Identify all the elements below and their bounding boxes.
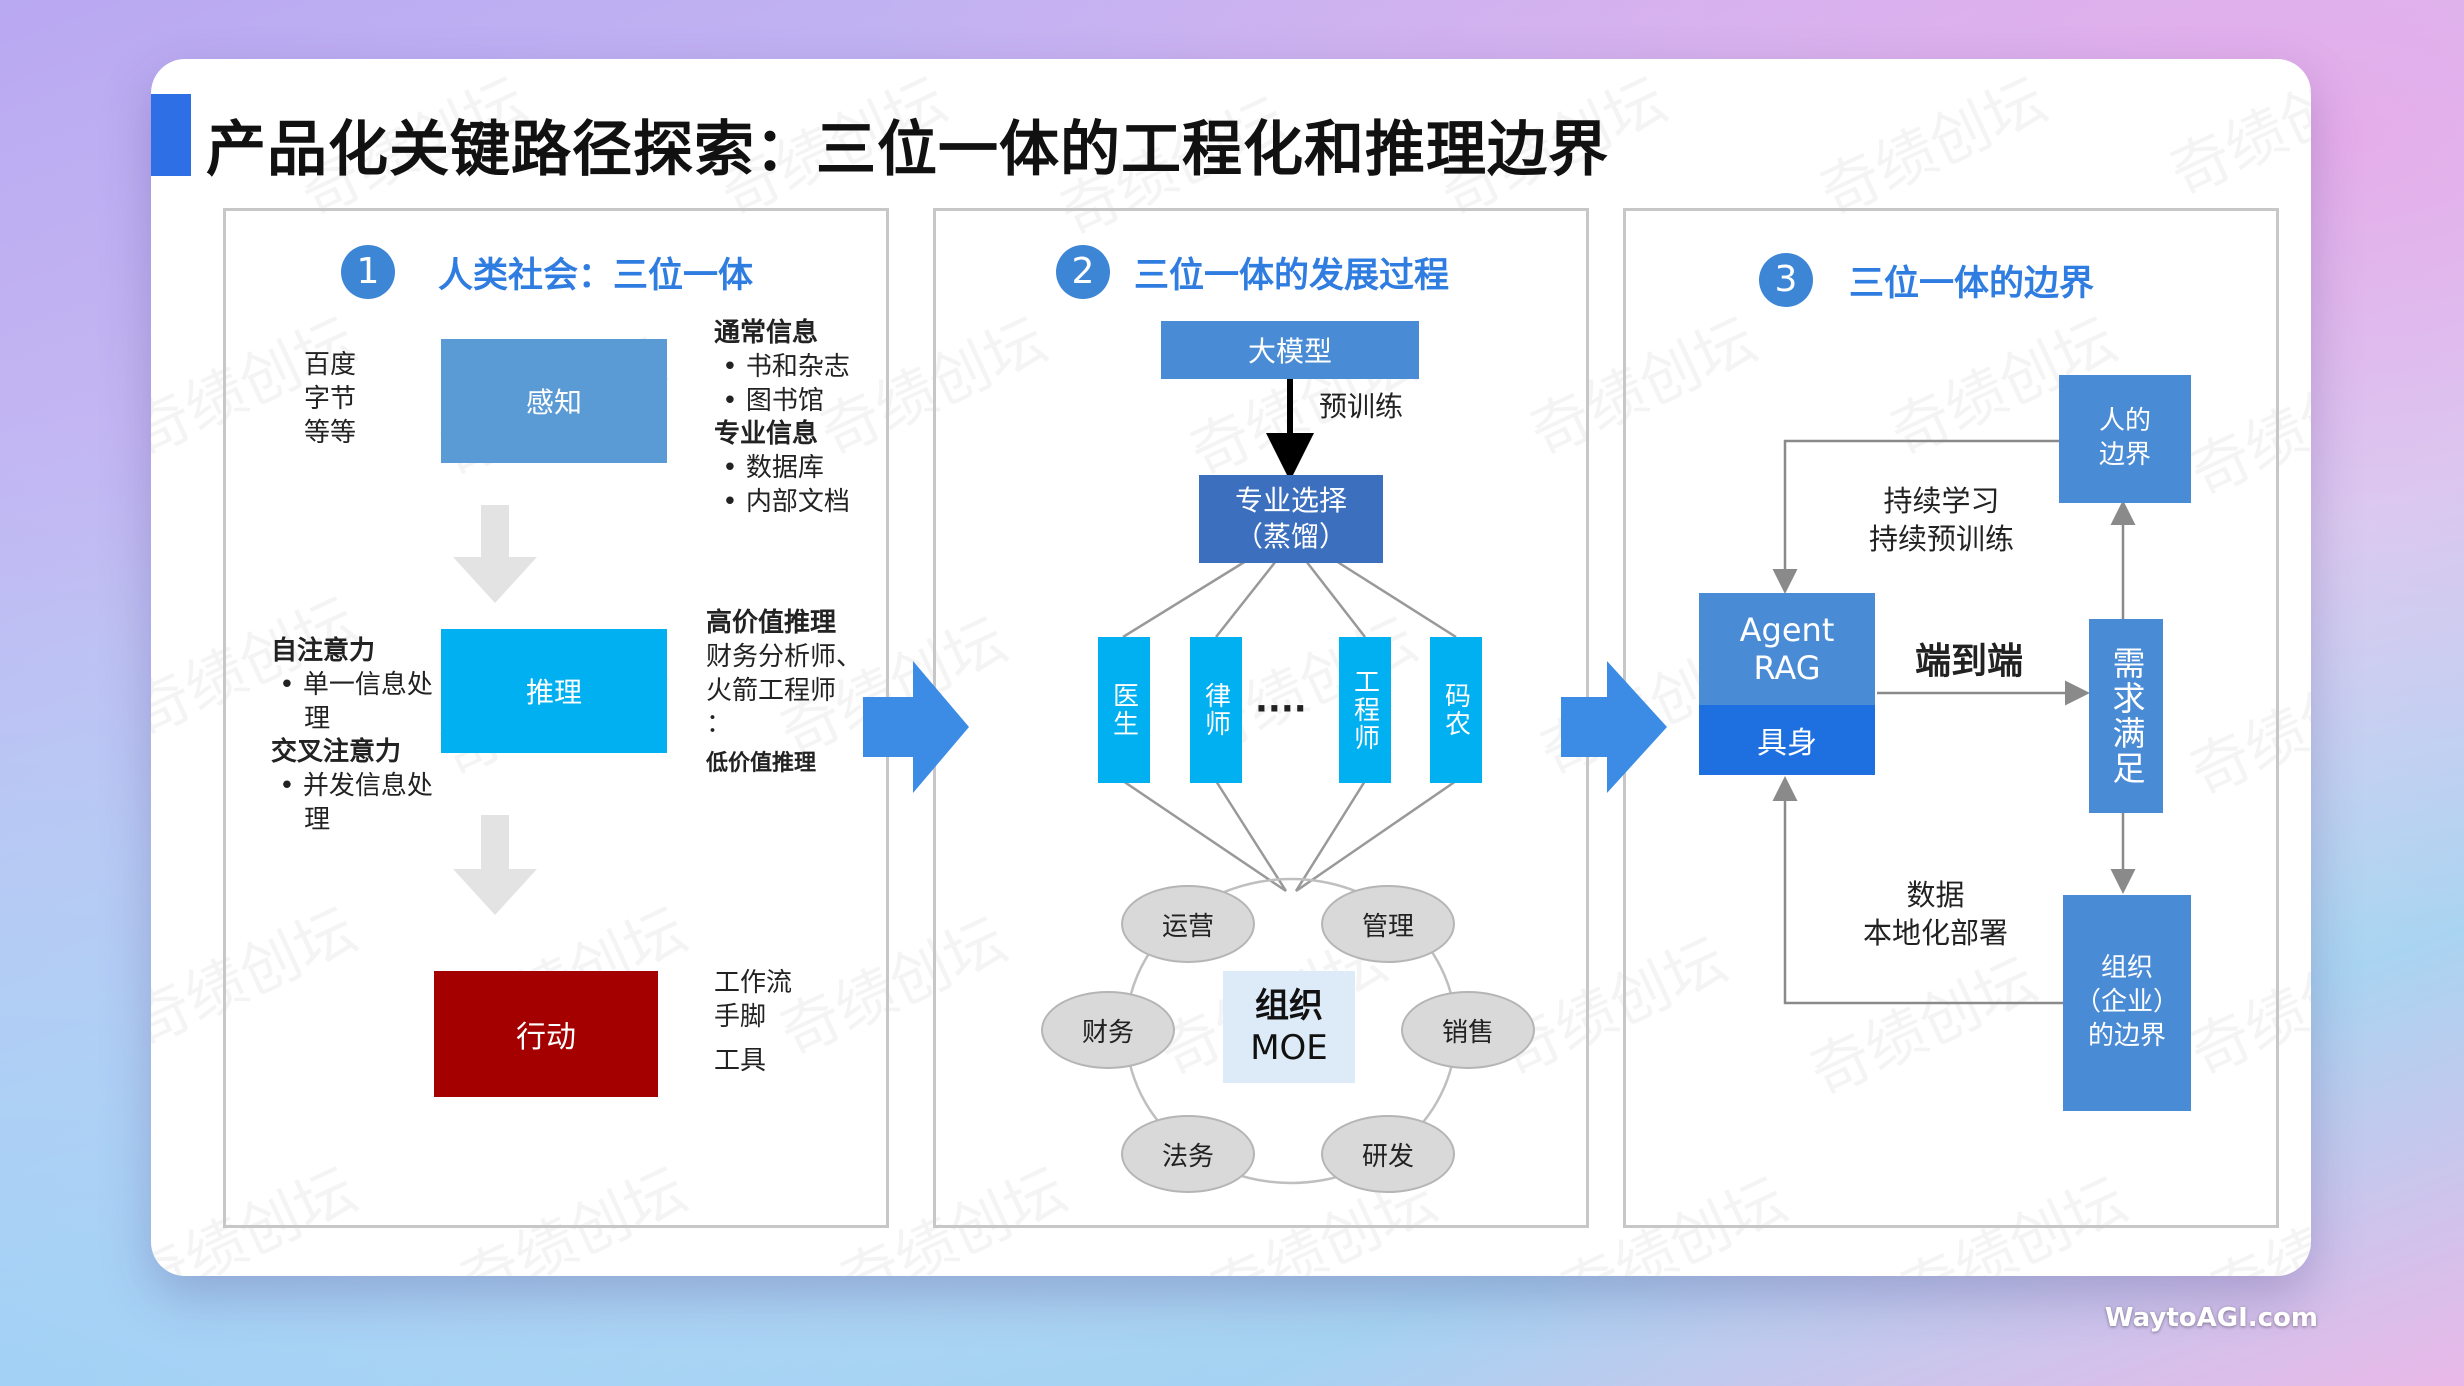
perceive-box: 感知 [441,339,667,463]
pretrain-label: 预训练 [1319,390,1404,423]
role-lawyer: 律师 [1190,637,1242,783]
end-to-end-label: 端到端 [1915,641,2024,682]
footer-brand: WaytoAGI.com [2104,1303,2318,1333]
down-arrow-2 [453,815,537,915]
step-number-3: 3 [1759,253,1813,307]
down-arrow-1 [453,505,537,603]
panel1-title: 人类社会：三位一体 [438,256,754,296]
dept-sales: 销售 [1401,991,1535,1069]
info-sources: 通常信息 • 书和杂志 • 图书馆 专业信息 • 数据库 • 内部文档 [714,318,850,517]
reason-box: 推理 [441,629,667,753]
dept-management: 管理 [1321,885,1455,963]
llm-box: 大模型 [1161,321,1419,379]
reasoning-notes: 高价值推理 财务分析师、 火箭工程师 ： 低价值推理 [706,608,863,777]
panel2-title: 三位一体的发展过程 [1134,256,1450,296]
step-number-2: 2 [1056,245,1110,299]
dept-finance: 财务 [1041,991,1175,1069]
action-box: 行动 [434,971,658,1097]
title-accent-bar [151,94,191,176]
dept-legal: 法务 [1121,1115,1255,1193]
role-programmer: 码农 [1430,637,1482,783]
step-number-1: 1 [341,245,395,299]
panel3-title: 三位一体的边界 [1849,264,2095,304]
embodied-box: 具身 [1699,705,1875,775]
human-boundary-box: 人的边界 [2059,375,2191,503]
role-doctor: 医生 [1098,637,1150,783]
platform-label: 百度字节等等 [304,350,357,448]
slide-card: 奇绩创坛 奇绩创坛 奇绩创坛 奇绩创坛 奇绩创坛 奇绩创坛 奇绩创坛 奇绩创坛 … [151,59,2311,1276]
panel-arrow-2 [1561,661,1667,793]
panel-arrow-1 [863,661,969,793]
dept-operations: 运营 [1121,885,1255,963]
org-boundary-box: 组织（企业）的边界 [2063,895,2191,1111]
attention-notes: 自注意力 • 单一信息处 理 交叉注意力 • 并发信息处 理 [271,636,433,835]
data-deploy-label: 数据本地化部署 [1863,878,2009,950]
roles-ellipsis: ···· [1255,689,1307,729]
dept-rnd: 研发 [1321,1115,1455,1193]
action-notes: 工作流 手脚 工具 [714,968,793,1076]
select-distill-box: 专业选择（蒸馏） [1199,475,1383,563]
slide-title: 产品化关键路径探索：三位一体的工程化和推理边界 [206,115,1609,185]
connector-lines [453,361,2136,1185]
role-engineer: 工程师 [1339,637,1391,783]
learning-label: 持续学习持续预训练 [1869,484,2015,556]
demand-box: 需求满足 [2089,619,2163,813]
